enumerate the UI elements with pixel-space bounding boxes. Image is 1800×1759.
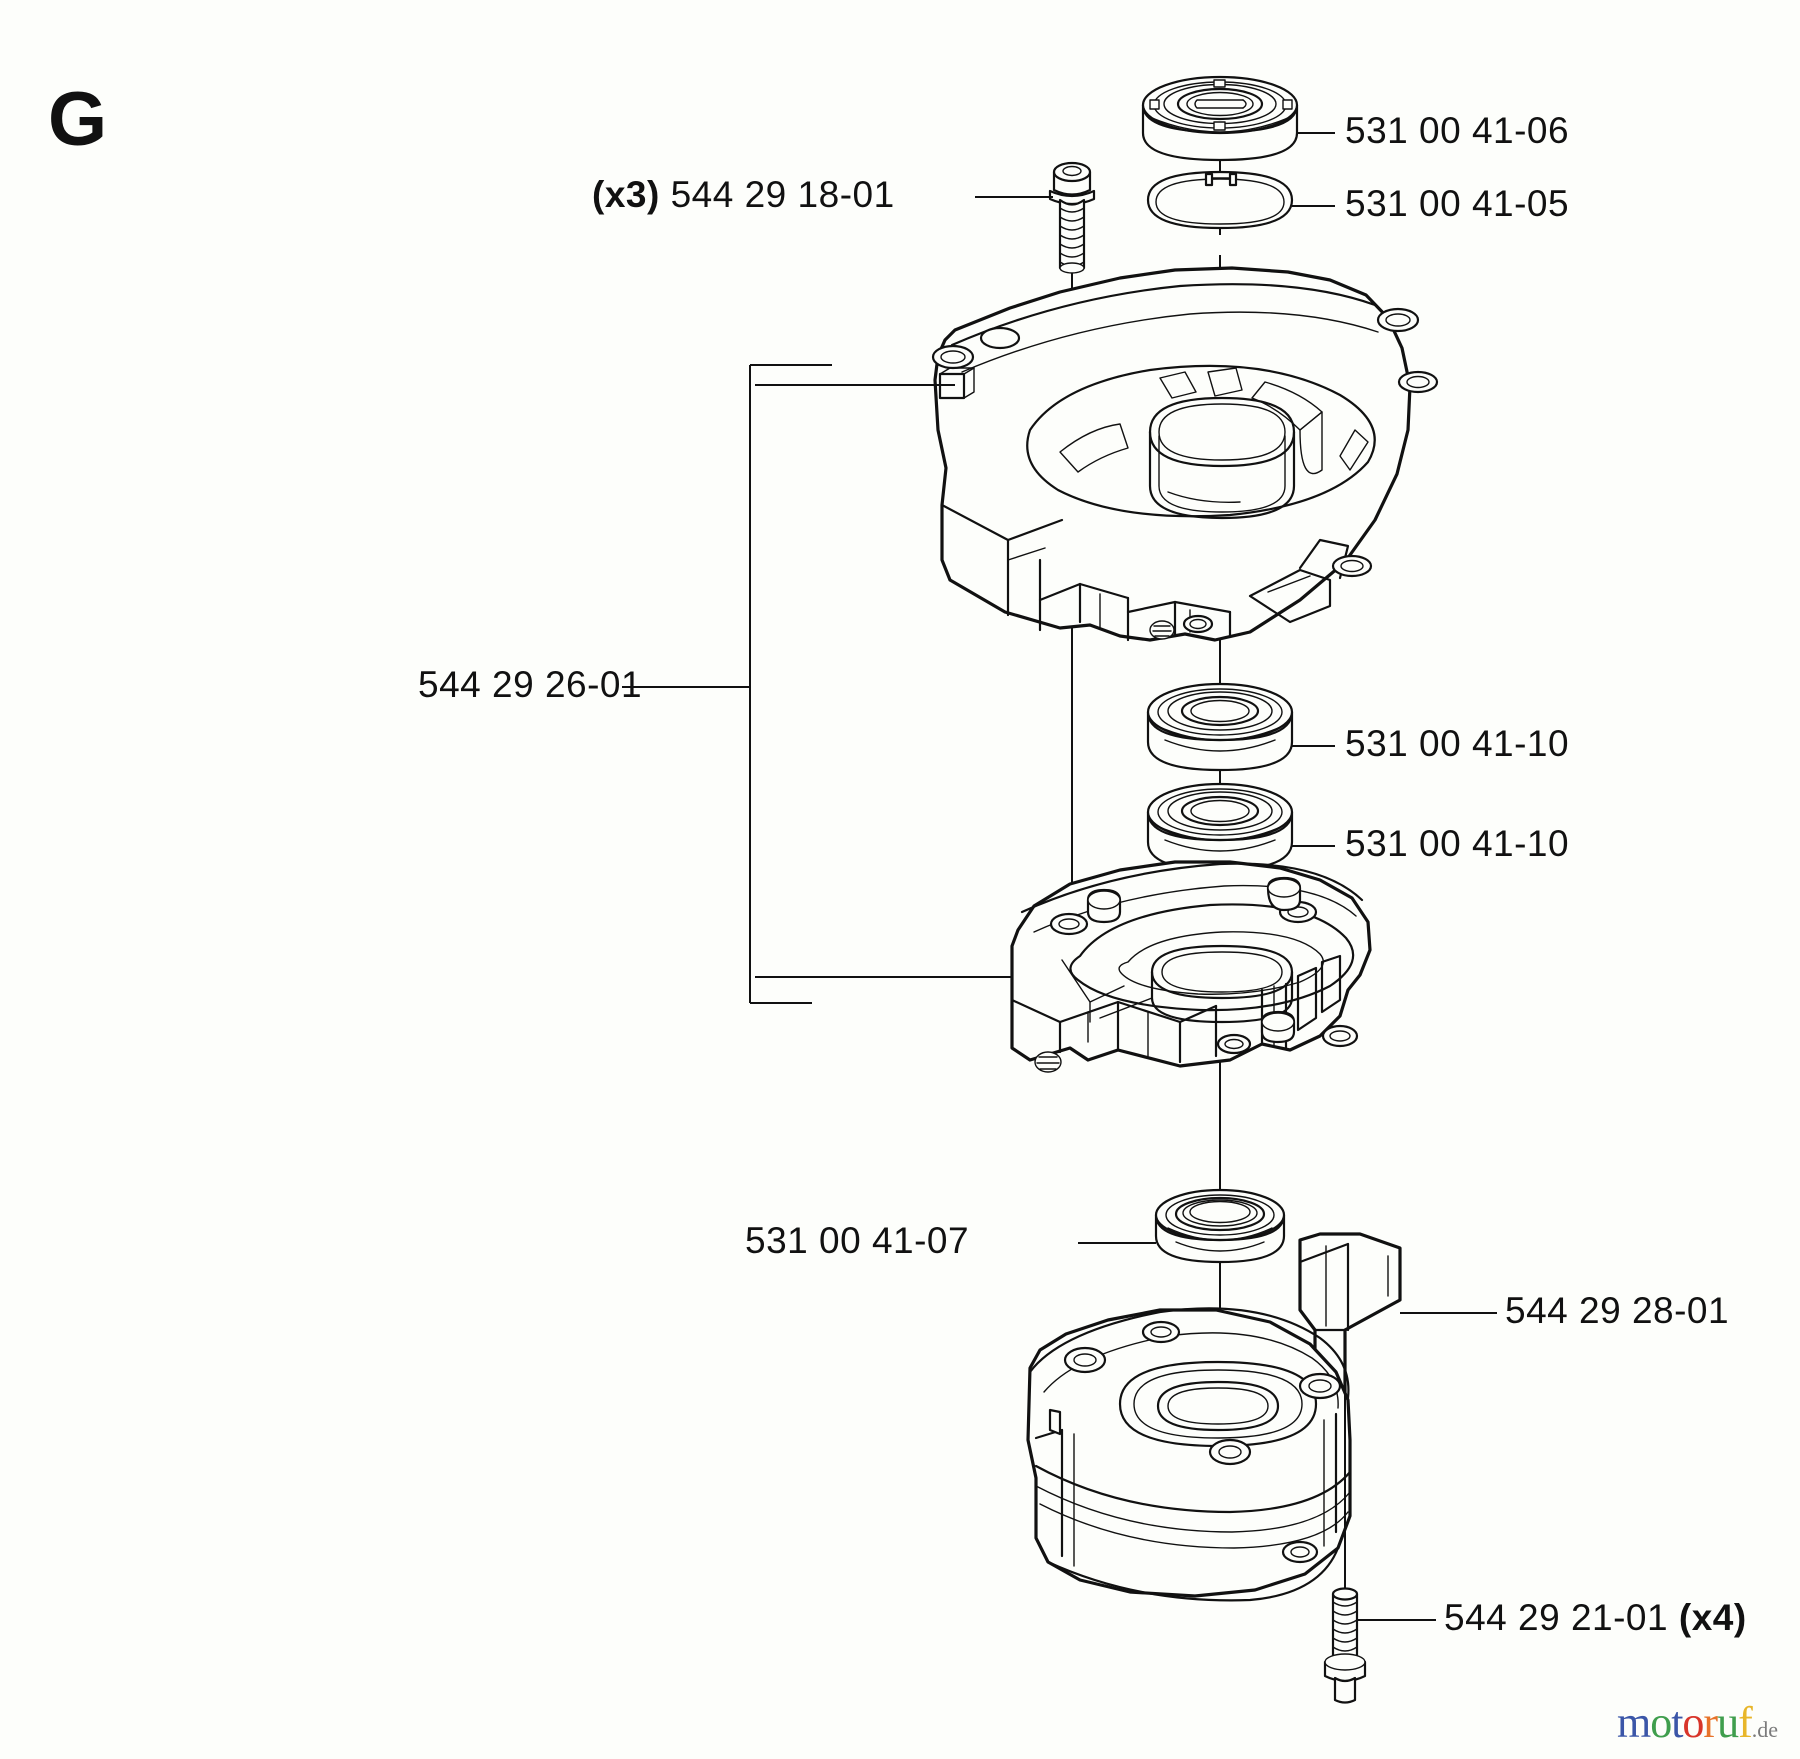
watermark-letter: m xyxy=(1616,1698,1651,1747)
callout-housing-assembly: 544 29 26-01 xyxy=(418,664,643,705)
callout-screw-lower-multiplier: (x4) xyxy=(1678,1597,1747,1638)
callout-screw-lower: 544 29 21-01 (x4) xyxy=(1444,1599,1747,1636)
watermark-letter: o xyxy=(1682,1698,1704,1747)
mid-bearing-upper-part xyxy=(1146,682,1294,772)
mid-bearing-lower-part xyxy=(1146,782,1294,872)
callout-bearing-mid-upper: 531 00 41-10 xyxy=(1345,723,1570,764)
middle-housing-part xyxy=(1010,860,1372,1073)
watermark-letters: motoruf xyxy=(1616,1698,1753,1747)
site-watermark: motoruf.de xyxy=(1617,1701,1778,1745)
leader-lines xyxy=(975,132,1497,1621)
upper-housing-part xyxy=(931,266,1439,642)
assembly-bracket xyxy=(622,364,1012,1004)
callout-snap-ring: 531 00 41-05 xyxy=(1345,183,1570,224)
lower-housing-part xyxy=(1026,1232,1402,1602)
callout-seal: 531 00 41-07 xyxy=(745,1220,970,1261)
callout-bearing-mid-lower: 531 00 41-10 xyxy=(1345,823,1570,864)
oil-seal-part xyxy=(1154,1188,1286,1264)
watermark-letter: o xyxy=(1650,1698,1672,1747)
callout-screw-upper: (x3) 544 29 18-01 xyxy=(592,176,895,213)
callout-screw-lower-number: 544 29 21-01 xyxy=(1444,1597,1669,1638)
watermark-letter: u xyxy=(1717,1698,1739,1747)
page-title: G xyxy=(48,77,107,162)
callout-lower-housing: 544 29 28-01 xyxy=(1505,1290,1730,1331)
watermark-letter: r xyxy=(1703,1698,1718,1747)
callout-screw-upper-number: 544 29 18-01 xyxy=(670,174,895,215)
watermark-letter: f xyxy=(1738,1698,1753,1747)
callout-bearing-top: 531 00 41-06 xyxy=(1345,110,1570,151)
watermark-suffix: .de xyxy=(1751,1717,1778,1742)
snap-ring-part xyxy=(1146,170,1294,230)
watermark-letter: t xyxy=(1671,1698,1683,1747)
lower-screw-part xyxy=(1323,1330,1367,1704)
top-bearing-part xyxy=(1141,75,1299,162)
callout-screw-upper-multiplier: (x3) xyxy=(592,174,660,215)
